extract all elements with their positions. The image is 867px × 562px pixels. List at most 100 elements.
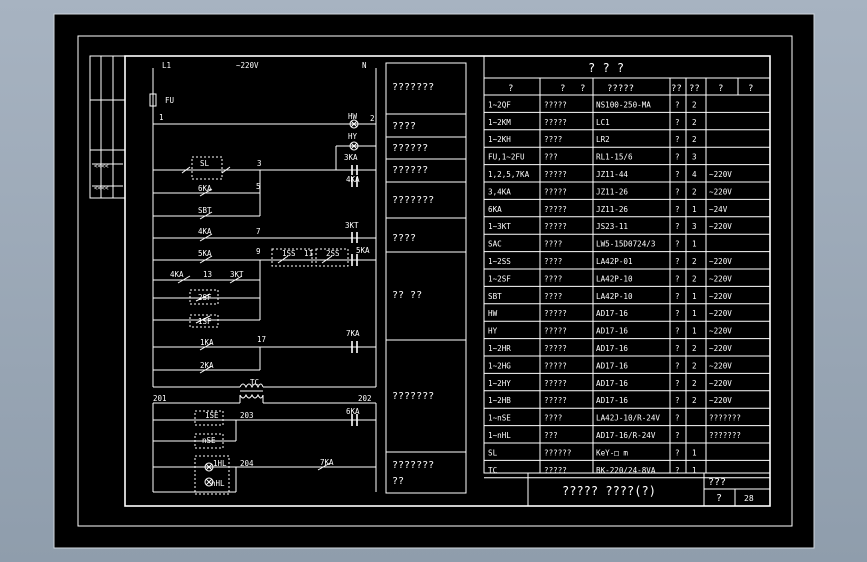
schematic-label-n204: 204 <box>240 459 254 468</box>
table-cell: ???? <box>544 274 562 283</box>
table-header-4: ?? <box>671 84 682 94</box>
table-cell: ? <box>675 222 680 231</box>
table-row: 1~2KH????LR2?2 <box>488 135 697 144</box>
table-cell: 1~2SS <box>488 257 511 266</box>
table-cell: TC <box>488 466 497 475</box>
parts-table-body: 1~2QF?????NS100-250-MA?21~2KM?????LC1?21… <box>488 100 741 474</box>
schematic-label-sf1: 1SF <box>198 317 212 326</box>
table-row: 1~2SS????LA42P-01?2~220V <box>488 257 732 266</box>
table-cell: LA42P-01 <box>596 257 633 266</box>
table-cell: ????? <box>544 327 567 336</box>
schematic-label-n11: 11 <box>304 249 313 258</box>
table-row: FU,1~2FU???RL1-15/6?3 <box>488 153 697 162</box>
table-cell: ? <box>675 466 680 475</box>
table-cell: ~220V <box>709 257 732 266</box>
table-cell: ??? <box>544 431 558 440</box>
table-cell: ?????? <box>544 448 571 457</box>
table-cell: 1 <box>692 466 697 475</box>
table-cell: ??????? <box>709 414 741 423</box>
table-cell: ????? <box>544 205 567 214</box>
table-cell: 2 <box>692 379 697 388</box>
function-text-f8: ??????? <box>392 391 434 402</box>
schematic-label-n7: 7 <box>256 227 261 236</box>
supply-left-label: L1 <box>162 61 171 70</box>
schematic-label-ka4: 4KA <box>198 227 212 236</box>
table-cell: ? <box>675 274 680 283</box>
table-cell: ~24V <box>709 205 728 214</box>
table-cell: ? <box>675 379 680 388</box>
schematic-wiring <box>149 68 377 495</box>
parts-table-grid <box>483 55 771 474</box>
schematic-label-n9: 9 <box>256 247 261 256</box>
table-cell: LW5-15D0724/3 <box>596 240 655 249</box>
table-cell: ????? <box>544 222 567 231</box>
drawing-name: ????? ????(?) <box>562 484 656 498</box>
table-cell: 1 <box>692 205 697 214</box>
schematic-label-n202: 202 <box>358 394 372 403</box>
table-row: 1~2KM?????LC1?2 <box>488 118 697 127</box>
table-row: 1~nSE????LA42J-10/R-24V???????? <box>488 414 741 423</box>
table-cell: ~220V <box>709 292 732 301</box>
table-row: 1~3KT?????JS23-11?3~220V <box>488 222 732 231</box>
table-cell: ????? <box>544 100 567 109</box>
fuse-label: FU <box>165 96 174 105</box>
function-text-f7: ?? ?? <box>392 290 422 301</box>
left-wire-label: 1 <box>159 113 164 122</box>
table-cell: ~220V <box>709 222 732 231</box>
table-cell: 4 <box>692 170 697 179</box>
schematic-label-tc: TC <box>250 378 259 387</box>
table-cell: AD17-16 <box>596 361 628 370</box>
table-cell: SL <box>488 448 498 457</box>
schematic-label-ka4b: 4KA <box>170 270 184 279</box>
table-cell: 1~nSE <box>488 414 511 423</box>
schematic-label-kt3: 3KT <box>230 270 244 279</box>
schematic-label-hl1: 1HL <box>213 459 227 468</box>
table-cell: 1~2QF <box>488 100 511 109</box>
table-cell: ? <box>675 309 680 318</box>
table-cell: FU,1~2FU <box>488 153 525 162</box>
table-header-0: ? <box>508 84 513 94</box>
table-cell: JZ11-26 <box>596 205 628 214</box>
function-text-f6: ???? <box>392 233 416 244</box>
table-cell: ~220V <box>709 396 732 405</box>
table-cell: ~220V <box>709 361 732 370</box>
parts-table-header: ?????????????? <box>508 84 753 94</box>
table-row: HW?????AD17-16?1~220V <box>488 309 732 318</box>
table-cell: 1~2SF <box>488 274 511 283</box>
table-cell: LC1 <box>596 118 610 127</box>
table-cell: ~220V <box>709 170 732 179</box>
table-cell: AD17-16 <box>596 327 628 336</box>
table-cell: ????? <box>544 466 567 475</box>
parts-table-title: ? ? ? <box>588 61 624 75</box>
table-header-6: ? <box>718 84 723 94</box>
schematic-label-ss2: 2SS <box>326 249 340 258</box>
table-cell: ???? <box>544 135 562 144</box>
table-cell: LA42P-10 <box>596 274 633 283</box>
table-cell: ~220V <box>709 327 732 336</box>
table-cell: ???? <box>544 292 562 301</box>
function-text: ???????????????????????????????????? ???… <box>392 82 434 487</box>
svg-text:<<<<: <<<< <box>94 185 109 192</box>
table-cell: 1,2,5,7KA <box>488 170 530 179</box>
table-cell: 1~2HG <box>488 361 511 370</box>
table-cell: 2 <box>692 257 697 266</box>
table-cell: ????? <box>544 170 567 179</box>
schematic-label-ss1: 1SS <box>282 249 296 258</box>
table-cell: ????? <box>544 361 567 370</box>
table-row: 1~2HR?????AD17-16?2~220V <box>488 344 732 353</box>
table-cell: 1~2KH <box>488 135 511 144</box>
schematic-label-n3: 3 <box>257 159 262 168</box>
supply-right-label: N <box>362 61 367 70</box>
schematic-label-n13: 13 <box>203 270 212 279</box>
table-cell: 1 <box>692 309 697 318</box>
table-row: SL??????KeY-□ m?1 <box>488 448 697 457</box>
table-cell: BK-220/24-8VA <box>596 466 656 475</box>
table-row: 1~2HG?????AD17-16?2~220V <box>488 361 732 370</box>
table-header-2: ? <box>580 84 585 94</box>
table-cell: 1~2KM <box>488 118 511 127</box>
title-block <box>527 472 771 507</box>
table-cell: ? <box>675 431 680 440</box>
sheet-number: 28 <box>744 494 754 503</box>
